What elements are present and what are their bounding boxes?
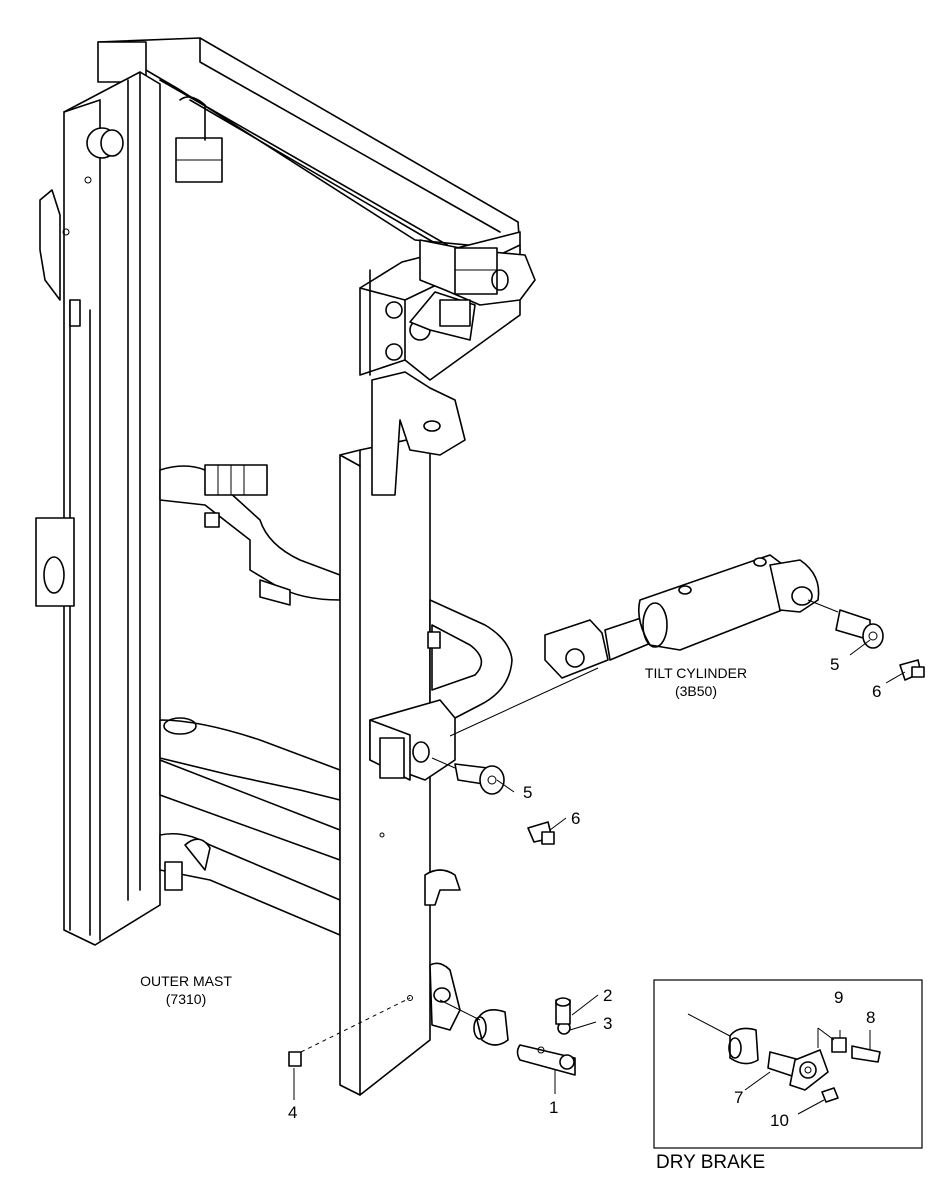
callout-8: 8 bbox=[866, 1008, 875, 1027]
callout-1: 1 bbox=[549, 1098, 558, 1117]
callout-5-upper: 5 bbox=[830, 655, 839, 674]
callout-3: 3 bbox=[603, 1014, 612, 1033]
callout-2: 2 bbox=[603, 986, 612, 1005]
top-cross-frame bbox=[97, 37, 521, 259]
tilt-bracket bbox=[369, 599, 513, 781]
callout-leaders bbox=[293, 639, 906, 1100]
callout-6-lower: 6 bbox=[571, 809, 580, 828]
dry-brake-label: DRY BRAKE bbox=[656, 1152, 765, 1173]
dry-brake-inset bbox=[653, 979, 923, 1149]
tilt-cylinder-code: (3B50) bbox=[675, 683, 717, 699]
callout-9: 9 bbox=[834, 988, 843, 1007]
tilt-cylinder bbox=[544, 554, 820, 679]
tilt-cylinder-label: TILT CYLINDER bbox=[645, 665, 747, 681]
lower-pin-assembly bbox=[431, 757, 555, 845]
callout-4: 4 bbox=[288, 1103, 297, 1122]
bottom-parts bbox=[288, 997, 576, 1076]
upper-pin-assembly bbox=[807, 599, 925, 681]
callout-10: 10 bbox=[770, 1111, 789, 1130]
callout-7: 7 bbox=[734, 1088, 743, 1107]
left-upright bbox=[35, 71, 161, 946]
outer-mast-code: (7310) bbox=[166, 991, 206, 1007]
callout-6-upper: 6 bbox=[872, 682, 881, 701]
middle-cross-members bbox=[159, 464, 341, 936]
outer-mast-label: OUTER MAST bbox=[140, 973, 232, 989]
callout-5-lower: 5 bbox=[523, 783, 532, 802]
